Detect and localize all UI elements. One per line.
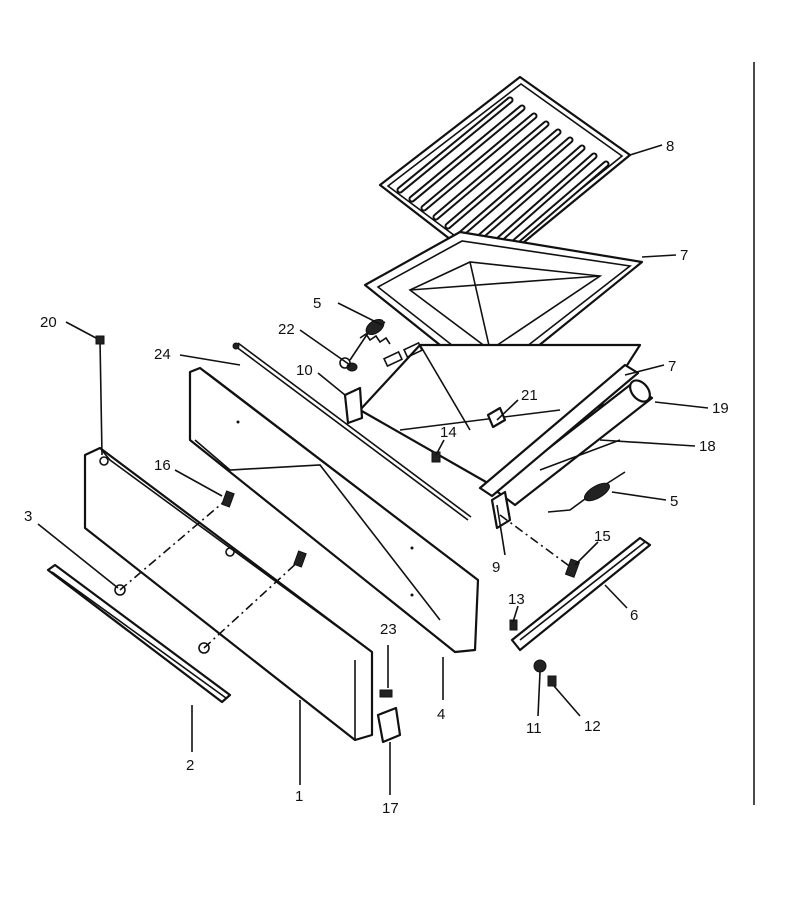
leader-lines (37, 144, 709, 795)
callout-15: 14 (440, 424, 457, 441)
callout-1: 1 (295, 788, 303, 805)
rod-25 (232, 342, 472, 521)
spring-5-lower (547, 471, 626, 513)
bracket-11 (343, 386, 364, 425)
callout-21: 20 (40, 314, 57, 331)
callout-13: 12 (584, 718, 601, 735)
callout-2: 2 (186, 757, 194, 774)
trim-strip-2 (46, 563, 232, 704)
callout-11: 10 (296, 362, 313, 379)
screw-17b (293, 550, 307, 568)
callout-4: 4 (437, 706, 445, 723)
clip-3a (114, 584, 126, 596)
clip-3b (198, 642, 210, 654)
callout-8: 7 (680, 247, 688, 264)
callout-20: 19 (712, 400, 729, 417)
callout-labels: 8 7 5 22 10 7 19 18 5 21 14 9 15 6 13 11… (24, 138, 729, 817)
callout-14: 13 (508, 591, 525, 608)
screw-15 (431, 451, 441, 463)
callout-18: 17 (382, 800, 399, 817)
callout-10: 9 (492, 559, 500, 576)
side-rail-20 (493, 379, 654, 507)
washer-12 (533, 659, 547, 673)
callout-7: 7 (668, 358, 676, 375)
screw-21 (95, 335, 105, 456)
callout-9: 8 (666, 138, 674, 155)
slide-rail-6 (510, 536, 652, 652)
callout-24: 23 (380, 621, 397, 638)
broiler-grid (378, 75, 632, 272)
callout-6: 6 (630, 607, 638, 624)
drawer-front-panel (83, 446, 374, 742)
screw-17a (221, 490, 235, 508)
bracket-18 (376, 706, 402, 744)
callout-16: 15 (594, 528, 611, 545)
drawer-inner-panel (188, 366, 480, 654)
callout-23: 22 (278, 321, 295, 338)
callout-17: 16 (154, 457, 171, 474)
rod-19 (539, 439, 621, 471)
callout-5-upper: 5 (313, 295, 321, 312)
callout-3: 3 (24, 508, 32, 525)
block-22 (486, 406, 507, 429)
callout-22: 21 (521, 387, 538, 404)
nut-13 (547, 675, 557, 687)
rail-7 (478, 363, 640, 498)
screw-24 (379, 689, 393, 698)
grid-slots (396, 96, 610, 264)
spring-5-upper (349, 318, 391, 361)
callout-12: 11 (526, 720, 542, 737)
callout-5-lower: 5 (670, 493, 678, 510)
callout-25: 24 (154, 346, 171, 363)
callout-19: 18 (699, 438, 716, 455)
